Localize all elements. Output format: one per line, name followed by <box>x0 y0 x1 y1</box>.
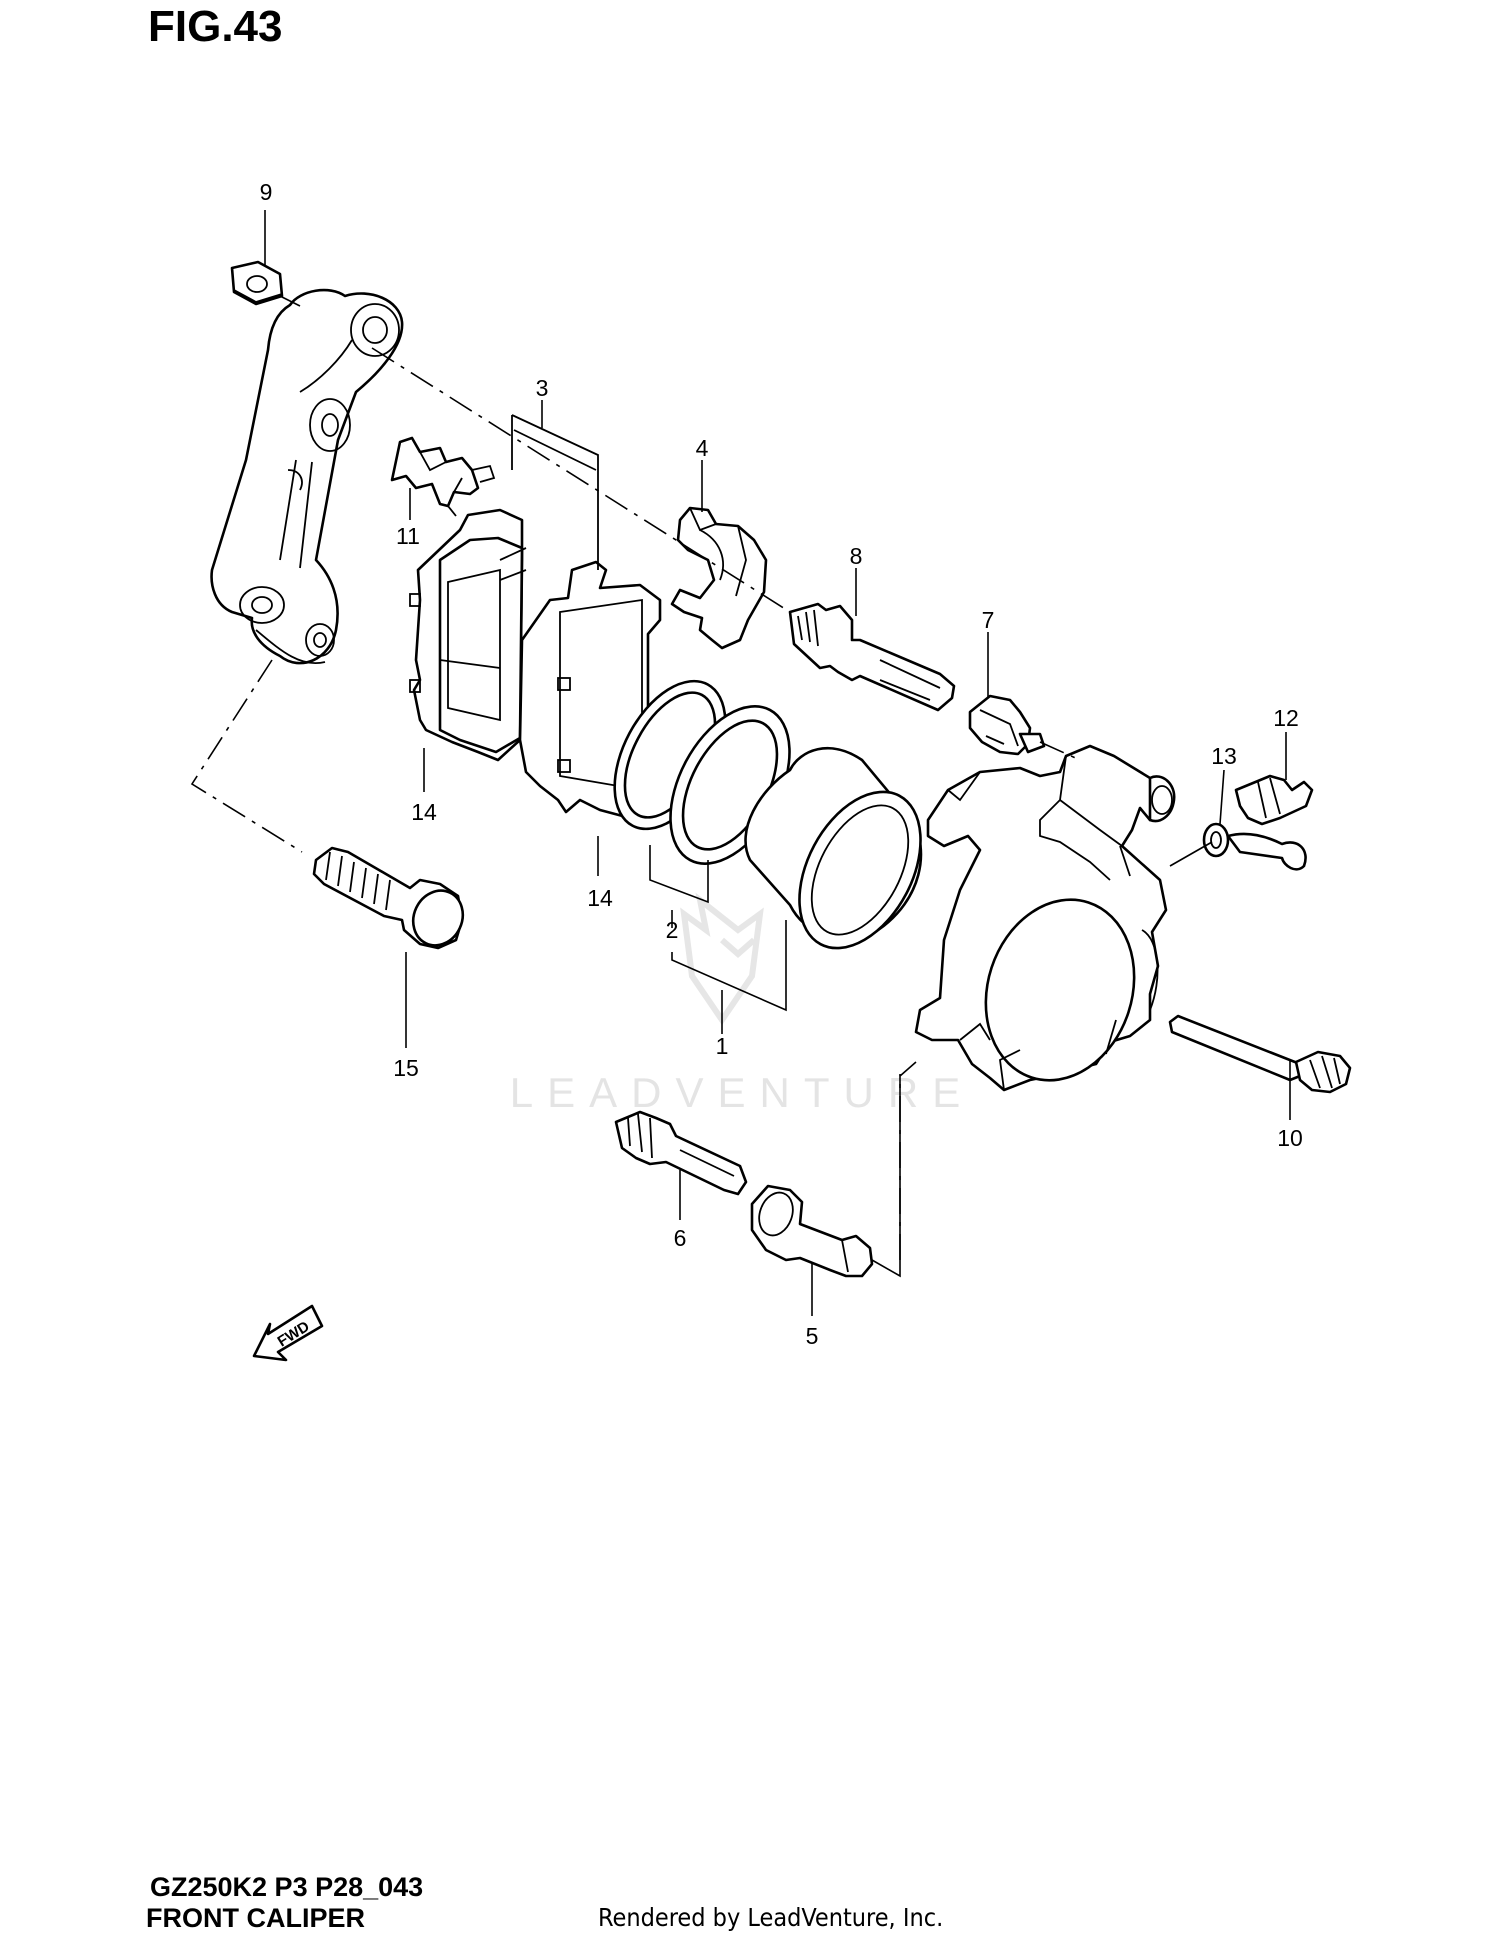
callout-3: 3 <box>536 375 549 401</box>
part-7-boot[interactable] <box>968 694 1046 756</box>
part-15-bolt[interactable] <box>312 846 472 954</box>
callout-8: 8 <box>850 543 863 569</box>
callout-10: 10 <box>1277 1125 1303 1151</box>
part-8-slide-pin[interactable] <box>788 602 956 712</box>
callout-1: 1 <box>716 1033 729 1059</box>
callout-11: 11 <box>396 523 420 549</box>
caliper-body[interactable] <box>914 744 1176 1100</box>
caliper-bracket[interactable] <box>210 288 404 665</box>
callout-labels: 9 3 4 8 7 11 12 13 14 14 2 1 15 10 6 5 <box>260 179 1303 1349</box>
callout-4: 4 <box>696 435 709 461</box>
watermark: LEADVENTURE <box>510 892 974 1116</box>
part-10-pad-pin[interactable] <box>1168 1014 1352 1094</box>
callout-13: 13 <box>1211 743 1237 769</box>
leader-lines <box>190 210 1291 1316</box>
model-code: GZ250K2 P3 P28_043 <box>150 1872 424 1902</box>
watermark-text: LEADVENTURE <box>510 1069 974 1116</box>
part-6-slide-pin[interactable] <box>614 1110 748 1196</box>
forward-direction-arrow: FWD <box>252 1304 324 1362</box>
part-9-nut[interactable] <box>230 260 284 306</box>
part-4-pad-clip[interactable] <box>670 506 768 650</box>
callout-12: 12 <box>1273 705 1299 731</box>
callout-15: 15 <box>393 1055 419 1081</box>
callout-9: 9 <box>260 179 273 205</box>
part-13-bleeder-cap[interactable] <box>1202 822 1307 871</box>
part-14-brake-pad-left[interactable] <box>409 508 527 762</box>
callout-5: 5 <box>806 1323 819 1349</box>
part-11-pad-spring[interactable] <box>390 436 496 517</box>
callout-6: 6 <box>674 1225 687 1251</box>
callout-14-right: 14 <box>587 885 613 911</box>
callout-7: 7 <box>982 607 995 633</box>
figure-title: FIG.43 <box>148 2 283 51</box>
part-1-piston[interactable] <box>744 746 946 968</box>
part-2-piston-seals[interactable] <box>592 663 814 884</box>
part-5-boot[interactable] <box>750 1184 874 1278</box>
section-title: FRONT CALIPER <box>146 1903 365 1933</box>
render-credit: Rendered by LeadVenture, Inc. <box>598 1903 944 1932</box>
callout-2: 2 <box>666 917 679 943</box>
callout-14-left: 14 <box>411 799 437 825</box>
part-12-bleeder-valve[interactable] <box>1234 774 1314 826</box>
part-3-shim[interactable] <box>511 414 599 570</box>
